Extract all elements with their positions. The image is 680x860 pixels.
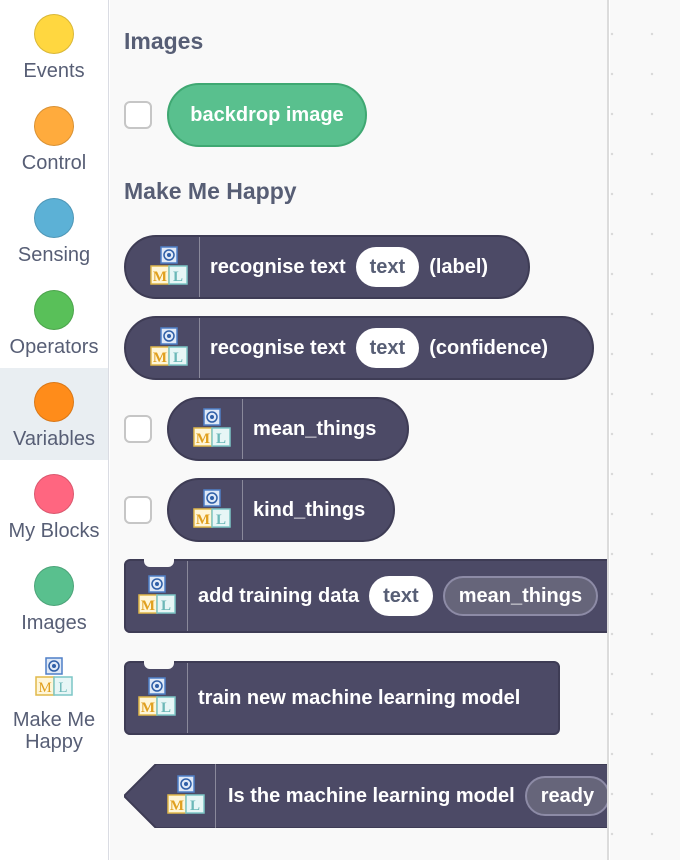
category-label: Control [21,152,87,174]
block-notch [144,661,174,669]
category-label: Make Me Happy [12,709,96,753]
category-label: Variables [13,428,95,450]
kind-things-block[interactable]: M L kind_things [167,478,395,542]
ml-blocks-icon: M L [126,663,188,733]
svg-text:L: L [160,700,170,716]
category-sensing[interactable]: Sensing [0,184,108,276]
block-label: kind_things [253,498,366,521]
events-color-bubble [34,14,74,54]
category-control[interactable]: Control [0,92,108,184]
variables-color-bubble [34,382,74,422]
backdrop-image-checkbox[interactable] [124,101,152,129]
block-label: recognise text [210,255,346,278]
category-make-me-happy[interactable]: M L Make Me Happy [0,644,108,764]
ml-blocks-icon: M L [156,764,216,828]
category-menu: Events Control Sensing Operators Variabl… [0,0,109,860]
model-status-dropdown[interactable]: ready [524,776,608,816]
svg-text:L: L [172,350,182,366]
category-label: Sensing [17,244,91,266]
ml-blocks-icon: M L [138,237,200,297]
category-events[interactable]: Events [0,0,108,92]
label-dropdown[interactable]: mean_things [442,576,599,616]
svg-text:L: L [172,269,182,285]
ml-blocks-icon: M L [32,656,76,705]
mean-things-block[interactable]: M L mean_things [167,397,409,461]
flyout-divider [607,0,609,860]
images-color-bubble [34,566,74,606]
block-label: backdrop image [190,103,344,126]
my-blocks-color-bubble [34,474,74,514]
category-operators[interactable]: Operators [0,276,108,368]
text-input[interactable]: text [355,247,420,287]
category-my-blocks[interactable]: My Blocks [0,460,108,552]
block-label: train new machine learning model [198,686,521,709]
svg-text:M: M [152,350,166,366]
category-label: My Blocks [8,520,100,542]
is-model-ready-block-shape[interactable] [124,764,608,828]
svg-text:M: M [152,269,166,285]
kind-things-checkbox[interactable] [124,496,152,524]
code-workspace[interactable] [610,0,680,860]
images-heading: Images [124,28,204,54]
ml-blocks-icon: M L [138,318,200,378]
category-label: Operators [9,336,99,358]
operators-color-bubble [34,290,74,330]
ml-blocks-icon: M L [181,399,243,459]
is-model-ready-block[interactable]: M L Is the machine learning model ready [156,764,608,828]
svg-text:M: M [140,700,154,716]
block-notch [144,559,174,567]
block-label: recognise text [210,336,346,359]
svg-text:M: M [169,798,183,814]
block-label: Is the machine learning model [228,784,515,807]
ml-blocks-icon: M L [181,480,243,540]
mean-things-checkbox[interactable] [124,415,152,443]
svg-text:M: M [195,512,209,528]
text-input[interactable]: text [355,328,420,368]
block-flyout[interactable]: Images backdrop image Make Me Happy M L … [110,0,608,860]
svg-text:L: L [189,798,199,814]
svg-text:L: L [215,512,225,528]
category-label: Images [21,612,87,634]
category-label: Events [23,60,85,82]
add-training-data-block[interactable]: M L add training data text mean_things [124,559,608,633]
sensing-color-bubble [34,198,74,238]
svg-text:L: L [58,680,67,696]
block-suffix: (label) [429,255,489,278]
train-model-block[interactable]: M L train new machine learning model [124,661,560,735]
text-input[interactable]: text [369,576,433,616]
ml-blocks-icon: M L [126,561,188,631]
make-me-happy-heading: Make Me Happy [124,178,297,204]
svg-text:L: L [160,598,170,614]
recognise-text-label-block[interactable]: M L recognise text text (label) [124,235,530,299]
svg-text:L: L [215,431,225,447]
block-label: mean_things [253,417,377,440]
svg-text:M: M [195,431,209,447]
backdrop-image-block[interactable]: backdrop image [167,83,367,147]
block-label: add training data [198,584,360,607]
block-suffix: (confidence) [429,336,549,359]
category-images[interactable]: Images [0,552,108,644]
svg-text:M: M [140,598,154,614]
recognise-text-confidence-block[interactable]: M L recognise text text (confidence) [124,316,594,380]
category-variables[interactable]: Variables [0,368,108,460]
svg-text:M: M [38,680,51,696]
control-color-bubble [34,106,74,146]
